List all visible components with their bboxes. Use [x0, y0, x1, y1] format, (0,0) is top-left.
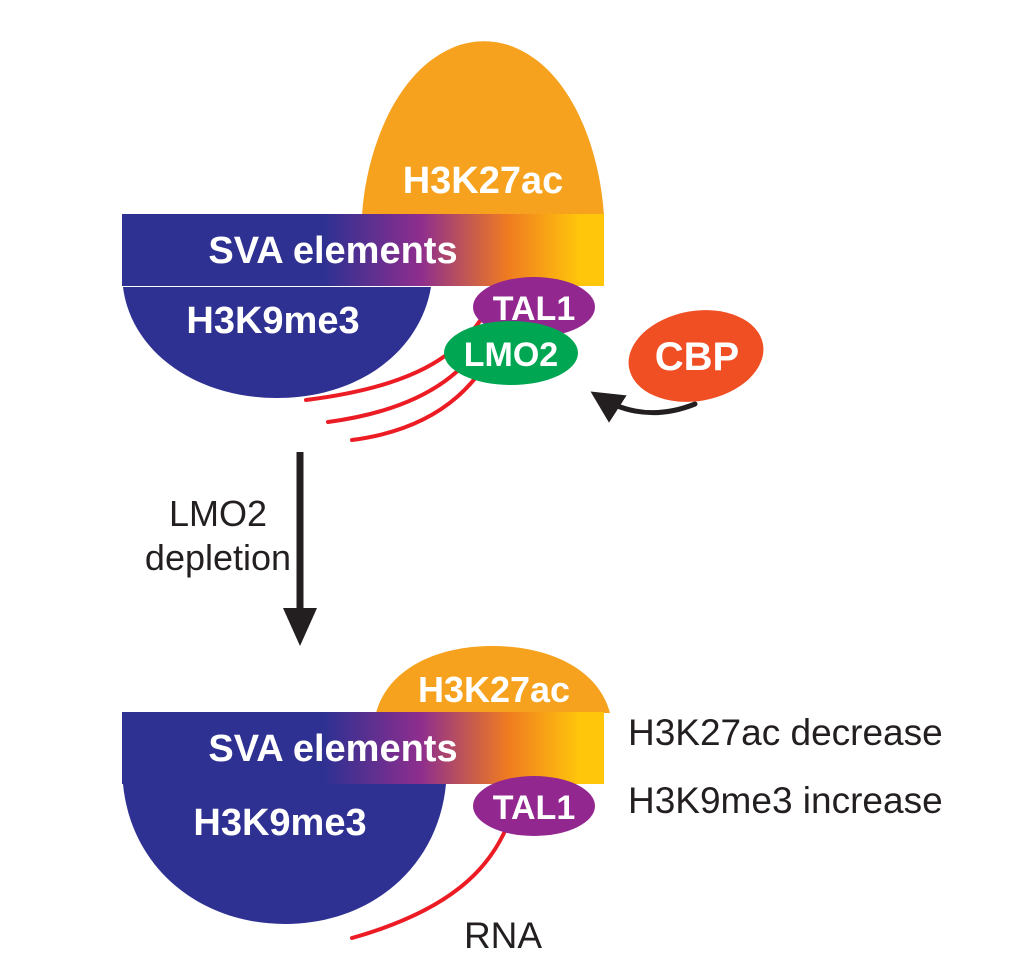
cbp-arrow: [590, 391, 698, 423]
note-h3k9me3-increase: H3K9me3 increase: [628, 780, 943, 821]
cbp-ellipse: [628, 310, 764, 402]
h3k27ac-blob: [362, 41, 604, 216]
note-h3k27ac-decrease: H3K27ac decrease: [628, 712, 943, 753]
depletion-label-line1: LMO2: [169, 493, 267, 534]
tal1-label-bottom: TAL1: [493, 789, 575, 827]
tal1-ellipse-bottom: [473, 776, 595, 836]
h3k9me3-dome-bottom: [123, 784, 446, 924]
h3k27ac-label: H3K27ac: [403, 160, 564, 202]
sva-elements-label-bottom: SVA elements: [208, 728, 457, 770]
lmo2-label: LMO2: [464, 336, 558, 374]
transition-section: LMO2 depletion: [145, 452, 317, 646]
top-panel: H3K27ac SVA elements H3K9me3 TAL1 LMO2 C…: [122, 41, 764, 442]
tal1-label: TAL1: [493, 290, 575, 328]
cbp-label: CBP: [655, 335, 739, 379]
lmo2-ellipse: [444, 321, 578, 385]
h3k27ac-blob-bottom: [376, 646, 610, 713]
h3k27ac-label-bottom: H3K27ac: [418, 669, 570, 710]
h3k9me3-label-bottom: H3K9me3: [193, 802, 366, 844]
sva-elements-bar: [122, 214, 604, 286]
sva-elements-bar-bottom: [122, 712, 604, 784]
rna-label: RNA: [464, 915, 542, 956]
h3k9me3-dome: [123, 287, 431, 398]
depletion-arrowhead-icon: [283, 608, 317, 646]
bottom-panel: H3K27ac SVA elements H3K9me3 TAL1 RNA H3…: [122, 646, 943, 956]
sva-elements-label: SVA elements: [208, 230, 457, 272]
depletion-label-line2: depletion: [145, 537, 291, 578]
h3k9me3-label: H3K9me3: [186, 300, 359, 342]
